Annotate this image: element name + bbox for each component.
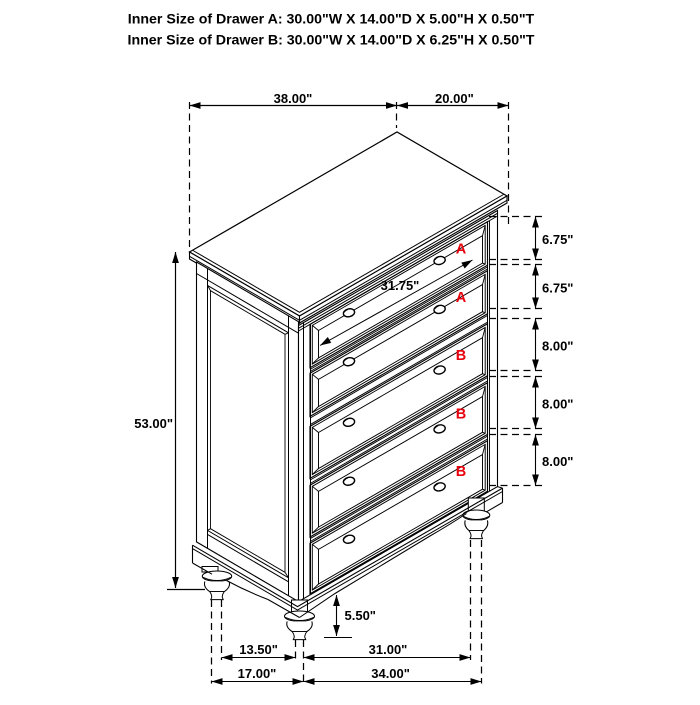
svg-text:8.00": 8.00" — [542, 454, 573, 469]
svg-text:8.00": 8.00" — [542, 397, 573, 412]
svg-text:A: A — [456, 290, 467, 306]
svg-text:13.50": 13.50" — [239, 642, 278, 657]
svg-text:B: B — [456, 348, 466, 364]
svg-text:A: A — [456, 242, 467, 258]
svg-text:53.00": 53.00" — [134, 416, 173, 431]
svg-text:6.75": 6.75" — [542, 232, 573, 247]
svg-text:38.00": 38.00" — [274, 91, 313, 106]
svg-text:Inner Size of Drawer A: 30.00": Inner Size of Drawer A: 30.00"W X 14.00"… — [128, 12, 535, 28]
svg-text:34.00": 34.00" — [371, 666, 410, 681]
svg-text:20.00": 20.00" — [435, 91, 474, 106]
svg-text:17.00": 17.00" — [238, 666, 277, 681]
svg-text:B: B — [456, 464, 466, 480]
svg-text:31.00": 31.00" — [369, 642, 408, 657]
svg-text:B: B — [456, 407, 466, 423]
svg-text:Inner Size of Drawer B: 30.00": Inner Size of Drawer B: 30.00"W X 14.00"… — [128, 33, 535, 49]
svg-text:5.50": 5.50" — [345, 608, 376, 623]
svg-text:8.00": 8.00" — [542, 339, 573, 354]
svg-text:6.75": 6.75" — [542, 281, 573, 296]
svg-text:31.75": 31.75" — [381, 278, 420, 293]
